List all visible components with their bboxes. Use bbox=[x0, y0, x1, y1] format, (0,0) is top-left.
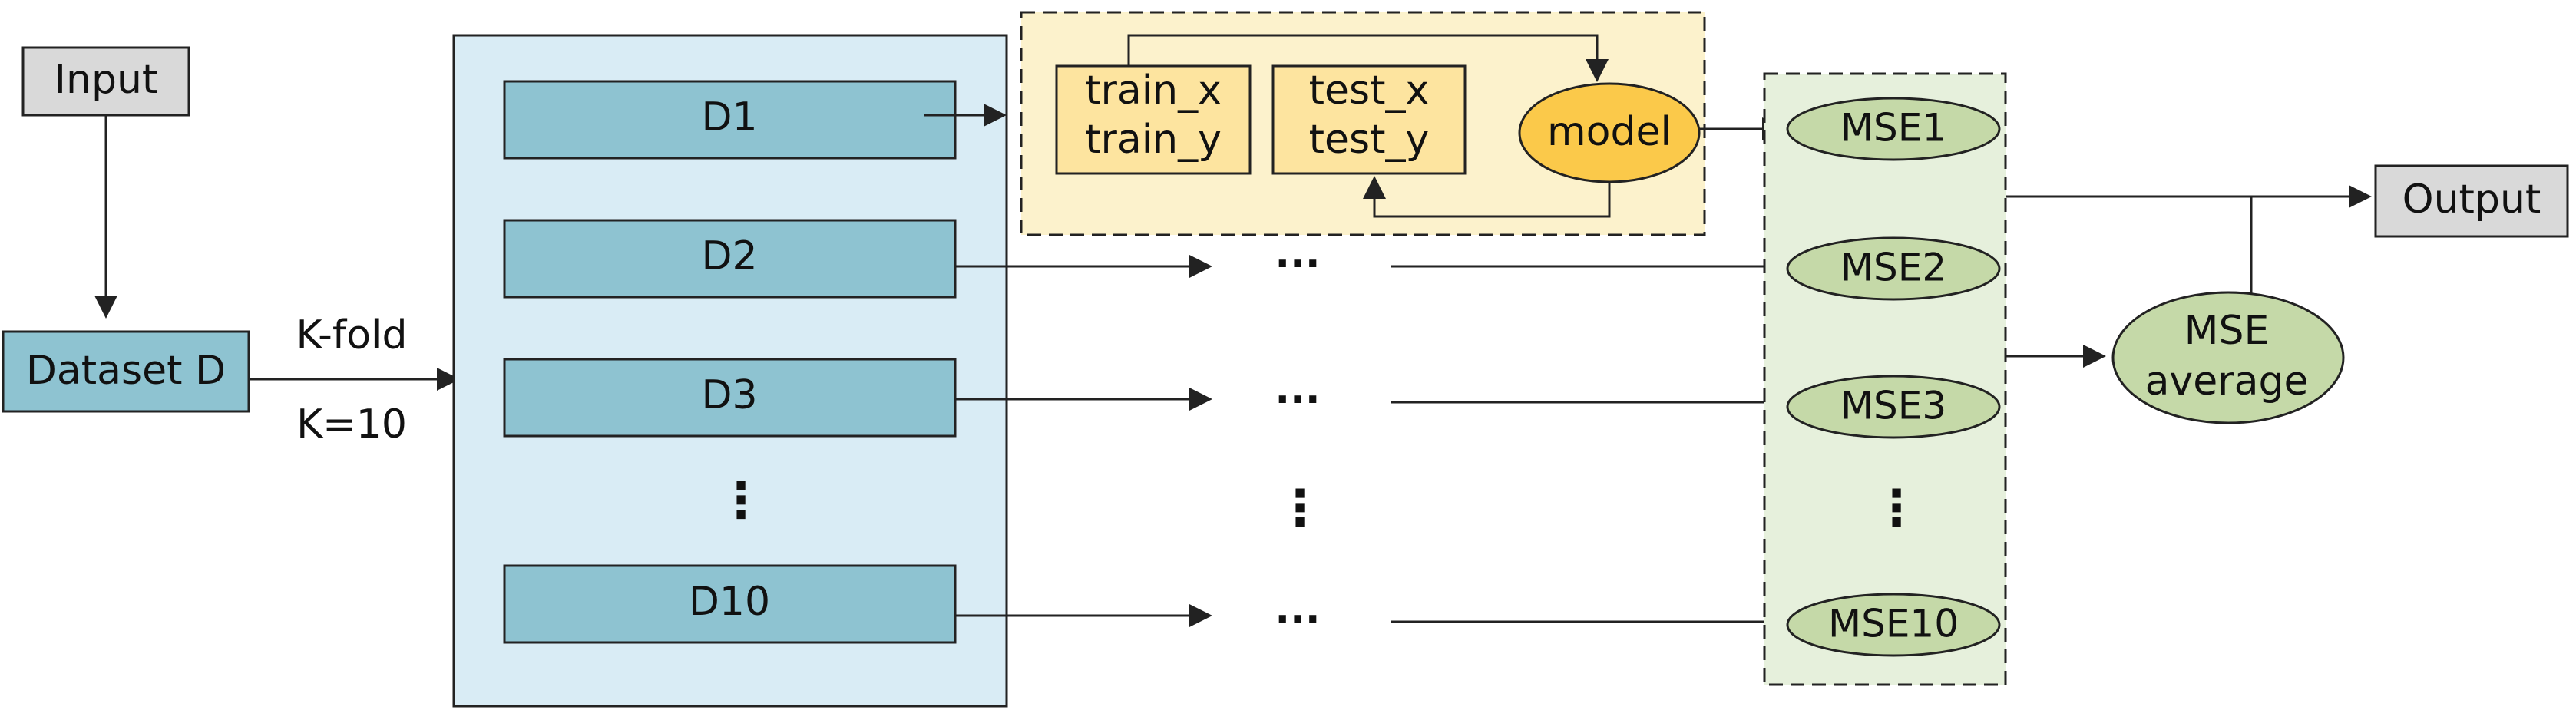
fold-d1-box bbox=[503, 80, 957, 160]
d10-flow-ellipsis: ··· bbox=[1275, 596, 1320, 642]
train-box bbox=[1055, 64, 1252, 175]
test-y-label: test_y bbox=[1309, 117, 1430, 163]
mse10-label: MSE10 bbox=[1828, 602, 1959, 646]
fold-d2-box bbox=[503, 219, 957, 299]
test-box bbox=[1271, 64, 1467, 175]
d2-flow-ellipsis: ··· bbox=[1275, 241, 1320, 287]
mse-ellipsis: ⋮ bbox=[1872, 481, 1921, 537]
mse2-ellipse bbox=[1786, 236, 2001, 301]
mse-average-ellipse bbox=[2111, 291, 2345, 424]
kfold-label: K-fold bbox=[296, 312, 408, 358]
folds-ellipsis: ⋮ bbox=[716, 473, 766, 530]
mse1-label: MSE1 bbox=[1840, 106, 1946, 150]
output-label: Output bbox=[2402, 177, 2541, 223]
fold-d3-box bbox=[503, 358, 957, 438]
train-to-model-arrow bbox=[1127, 34, 1609, 82]
mse1-ellipse bbox=[1786, 97, 2001, 161]
train-x-label: train_x bbox=[1085, 68, 1222, 114]
mse10-ellipse bbox=[1786, 593, 2001, 657]
mse3-label: MSE3 bbox=[1840, 384, 1946, 428]
dataset-box bbox=[2, 330, 250, 413]
train-y-label: train_y bbox=[1085, 117, 1222, 163]
flow-vertical-ellipsis: ⋮ bbox=[1275, 481, 1324, 537]
fold-d2-label: D2 bbox=[701, 233, 757, 279]
mse3-ellipse bbox=[1786, 375, 2001, 439]
dataset-label: Dataset D bbox=[26, 348, 226, 394]
fold-d10-label: D10 bbox=[689, 579, 770, 625]
model-to-test-arrow bbox=[1363, 176, 1611, 218]
mse-average-line1: MSE bbox=[2184, 308, 2270, 354]
k-value-label: K=10 bbox=[296, 401, 407, 448]
output-box bbox=[2374, 164, 2569, 238]
test-x-label: test_x bbox=[1309, 68, 1430, 114]
mse2-label: MSE2 bbox=[1840, 246, 1946, 290]
mse-average-line2: average bbox=[2145, 358, 2309, 405]
fold-d3-label: D3 bbox=[701, 372, 757, 418]
model-label: model bbox=[1547, 109, 1672, 155]
input-box bbox=[21, 46, 190, 117]
fold-d10-box bbox=[503, 564, 957, 644]
input-label: Input bbox=[55, 57, 158, 103]
d3-flow-ellipsis: ··· bbox=[1275, 377, 1320, 423]
fold-d1-label: D1 bbox=[701, 94, 757, 140]
